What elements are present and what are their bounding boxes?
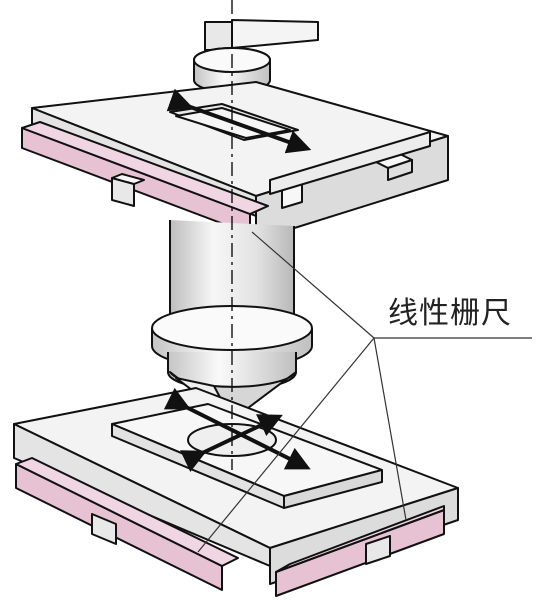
- linear-scale-label: 线性栅尺: [388, 296, 512, 331]
- upper-linear-scale: [21, 121, 269, 235]
- upper-motion-arrow: [166, 88, 312, 154]
- collar: [151, 305, 313, 391]
- lower-linear-scale-left: [15, 457, 239, 591]
- callout-leaders: [197, 231, 532, 553]
- lower-linear-scale-right: [275, 505, 445, 597]
- lower-motion-arrows: [163, 387, 311, 472]
